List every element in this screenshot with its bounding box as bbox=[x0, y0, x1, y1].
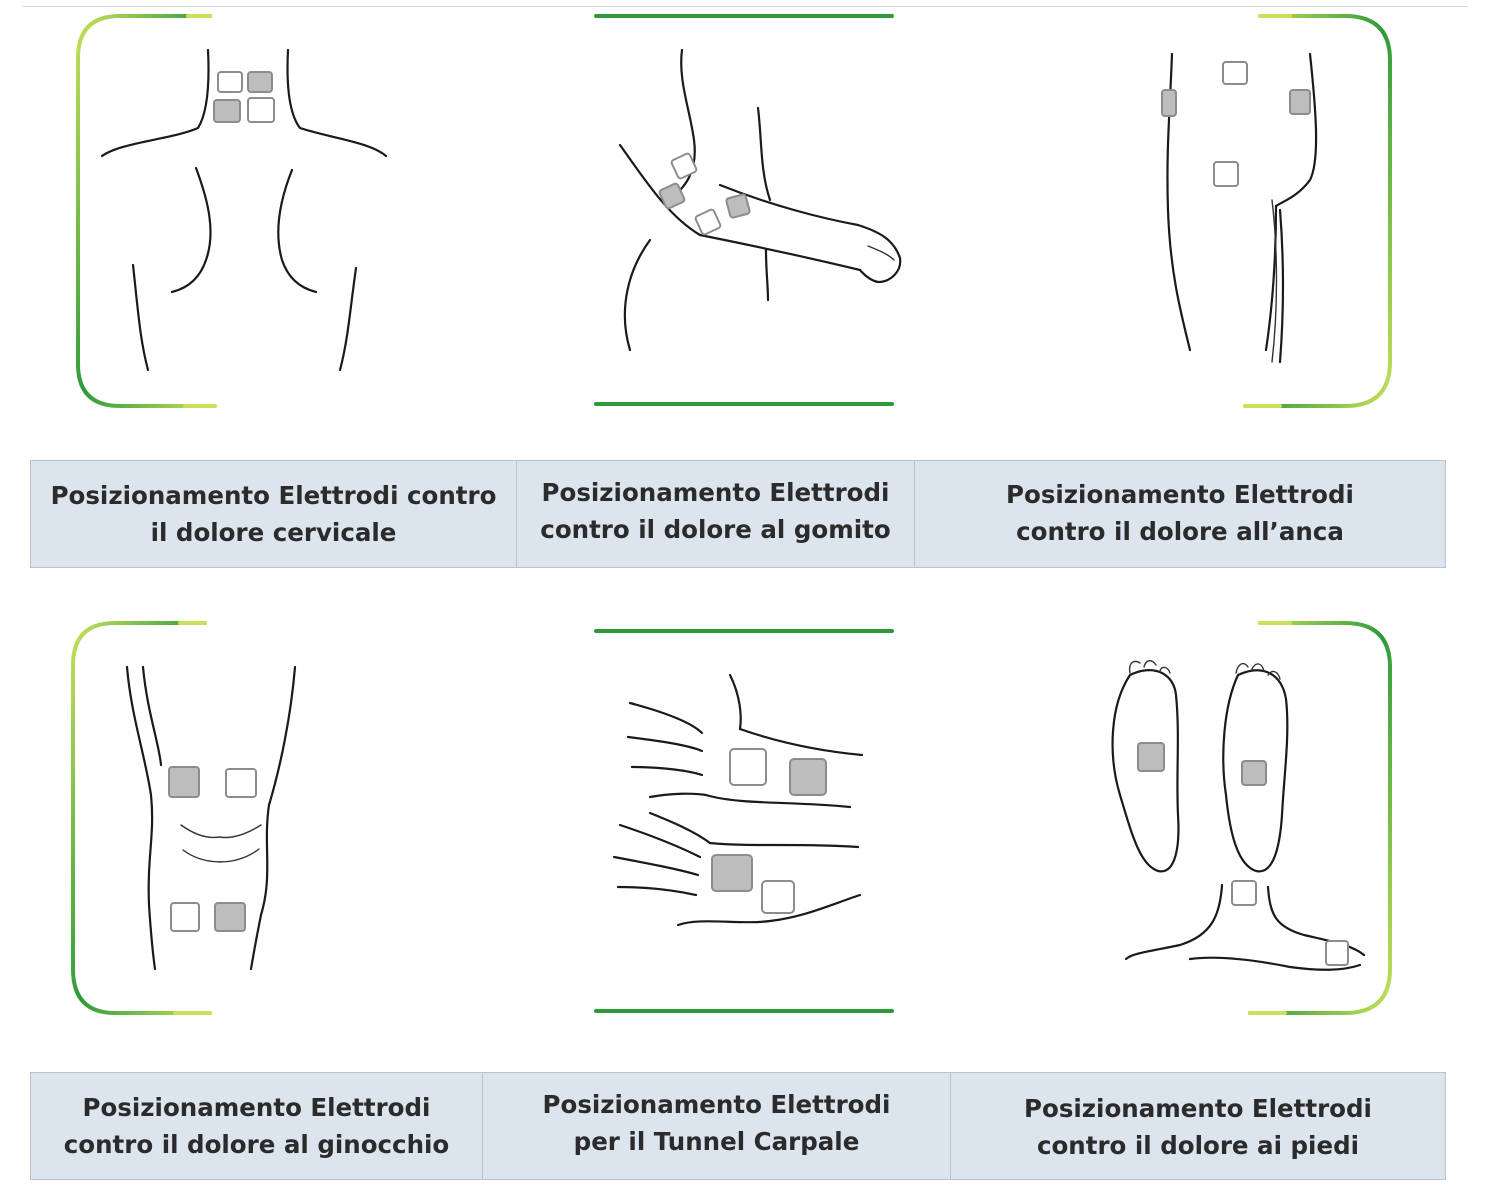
electrode-pad bbox=[670, 152, 698, 180]
electrode-pad bbox=[711, 854, 753, 892]
hip-leg-illustration bbox=[1161, 14, 1392, 408]
electrode-pad bbox=[213, 99, 241, 123]
electrode-pad bbox=[1137, 742, 1165, 772]
electrode-pad bbox=[729, 748, 767, 786]
electrode-pad bbox=[694, 208, 722, 236]
electrode-pad bbox=[1289, 89, 1311, 115]
top-divider-line bbox=[22, 0, 1468, 7]
electrode-pad bbox=[217, 71, 243, 93]
electrode-pad bbox=[214, 902, 246, 932]
electrode-pad bbox=[1241, 760, 1267, 786]
electrode-pad bbox=[168, 766, 200, 798]
electrode-pad bbox=[247, 97, 275, 123]
electrode-pad bbox=[225, 768, 257, 798]
electrode-pad bbox=[1325, 940, 1349, 966]
electrode-pad bbox=[247, 71, 273, 93]
electrode-pad bbox=[170, 902, 200, 932]
feet-illustration bbox=[1111, 621, 1392, 1015]
electrode-pad bbox=[761, 880, 795, 914]
wrist-hands-illustration bbox=[594, 629, 894, 1013]
panel-carpal-tunnel bbox=[590, 625, 910, 1025]
electrode-pad bbox=[1213, 161, 1239, 187]
electrode-pad bbox=[658, 182, 686, 210]
knee-illustration bbox=[71, 621, 297, 1015]
electrode-pad bbox=[1231, 880, 1257, 906]
electrode-pad bbox=[1222, 61, 1248, 85]
panel-elbow bbox=[590, 10, 910, 420]
panel-hip bbox=[1040, 10, 1400, 420]
panel-cervical bbox=[60, 10, 480, 420]
electrode-pad bbox=[1161, 89, 1177, 117]
panel-knee bbox=[55, 615, 415, 1025]
electrode-pad bbox=[789, 758, 827, 796]
elbow-arm-illustration bbox=[594, 14, 902, 406]
neck-back-illustration bbox=[76, 14, 388, 408]
panel-feet bbox=[1080, 615, 1400, 1025]
electrode-pad bbox=[725, 193, 751, 219]
